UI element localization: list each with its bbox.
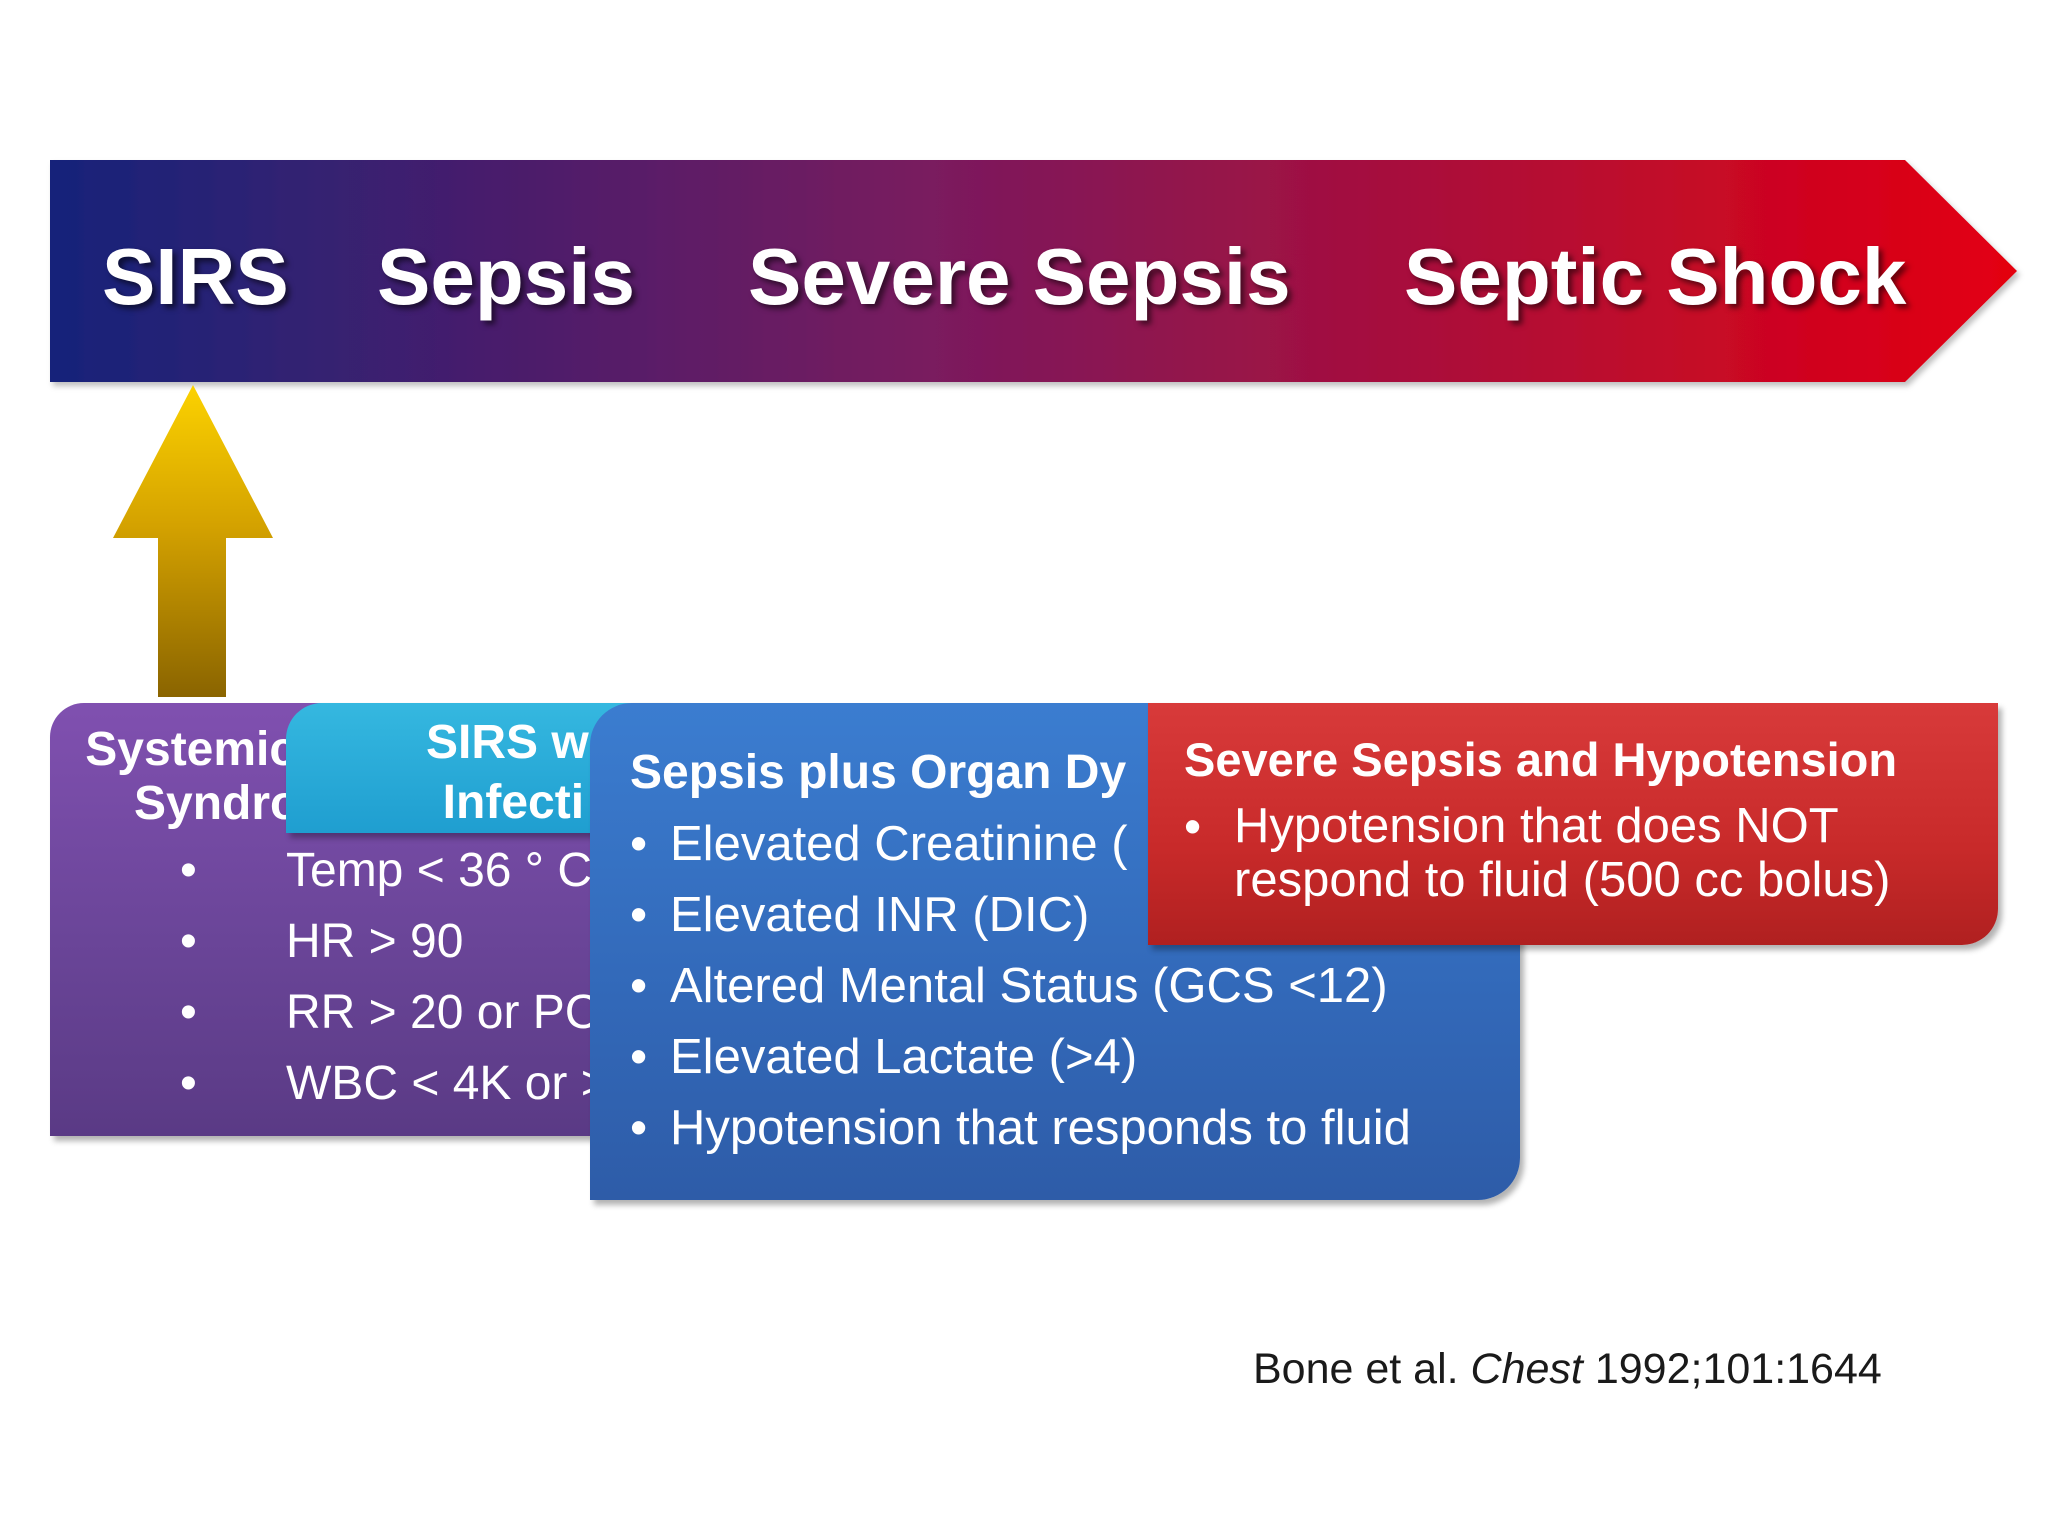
stage-sirs: SIRS (102, 232, 289, 321)
stage-sepsis: Sepsis (377, 232, 635, 321)
severe-sepsis-definition-box: Sepsis plus Organ Dy •Elevated Creatinin… (590, 703, 1520, 1200)
sepsis-box-title-line-2: Infecti (442, 776, 585, 829)
sirs-box-title-line-1: Systemic (85, 723, 297, 776)
citation-authors: Bone et al. (1253, 1345, 1459, 1393)
sepsis-box-title-line-1: SIRS w (426, 716, 589, 769)
stage-septic-shock: Septic Shock (1404, 232, 1907, 321)
timeline-band (50, 160, 2017, 382)
citation: Bone et al. Chest 1992;101:1644 (1253, 1345, 1882, 1394)
sirs-definition-box: Systemic Syndro •Temp < 36 ° C o •HR > 9… (50, 703, 670, 1136)
sirs-box-title: Systemic Syndro (82, 723, 299, 831)
citation-journal: Chest (1470, 1345, 1583, 1393)
sepsis-box-title: SIRS w Infecti (426, 713, 589, 833)
up-arrow-icon (113, 385, 273, 697)
stage-severe-sepsis: Severe Sepsis (748, 232, 1291, 321)
timeline-arrow-banner (50, 160, 2017, 382)
sirs-box-title-line-2: Syndro (134, 777, 300, 830)
severe-box-title: Sepsis plus Organ Dy (630, 746, 1127, 799)
shock-box-title: Severe Sepsis and Hypotension (1184, 733, 1898, 786)
citation-ref: 1992;101:1644 (1594, 1345, 1882, 1393)
septic-shock-definition-box: Severe Sepsis and Hypotension •Hypotensi… (1148, 703, 1998, 945)
